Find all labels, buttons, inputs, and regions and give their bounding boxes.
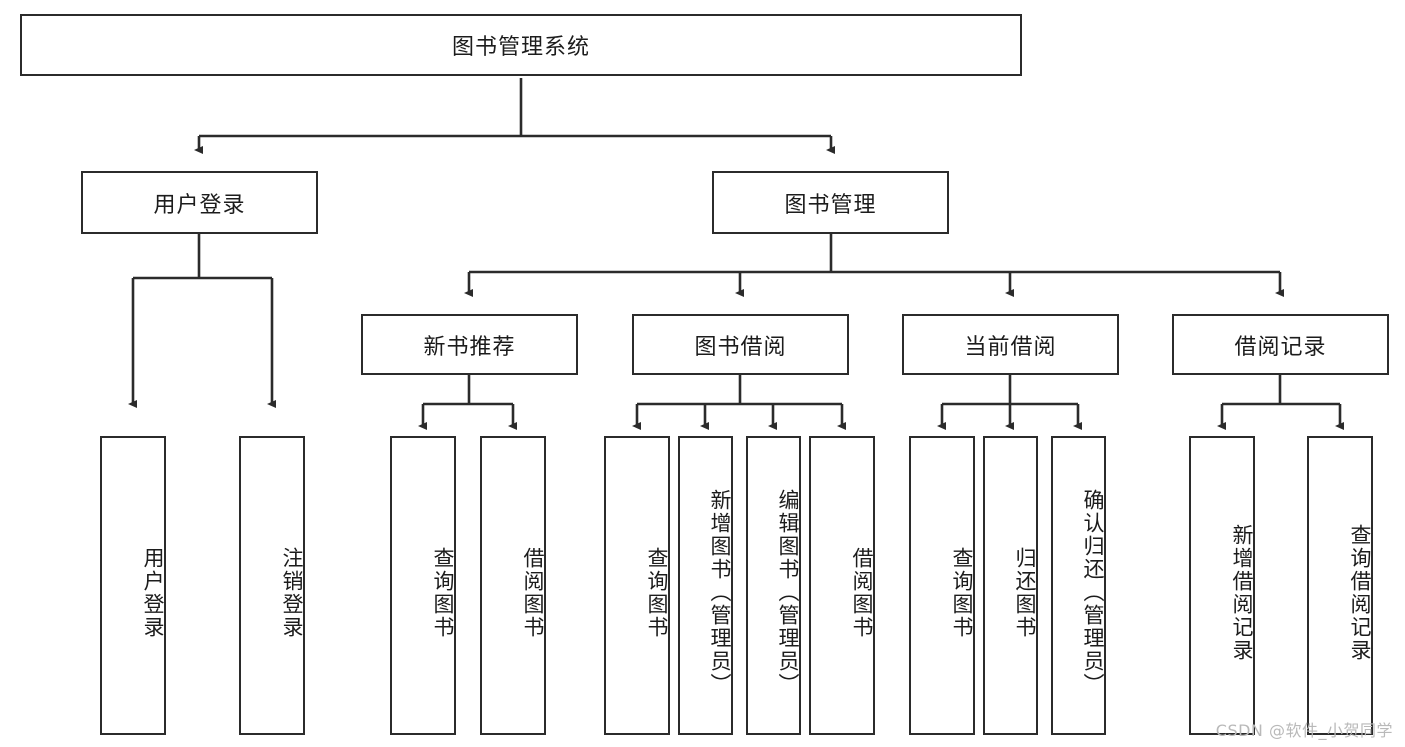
node-leaf-confirm-return[interactable]: 确认归还（管理员）: [1051, 436, 1106, 735]
node-leaf-borrow-book-2-label: 借阅图书: [850, 546, 874, 639]
node-leaf-borrow-book-1-label: 借阅图书: [521, 546, 545, 639]
node-leaf-query-record[interactable]: 查询借阅记录: [1307, 436, 1373, 735]
node-leaf-query-book-1[interactable]: 查询图书: [390, 436, 456, 735]
node-leaf-query-book-2-label: 查询图书: [645, 546, 669, 639]
csdn-watermark: CSDN @软件_小贺同学: [1215, 721, 1393, 740]
node-leaf-user-login-label: 用户登录: [141, 546, 165, 639]
node-leaf-logout-label: 注销登录: [280, 546, 304, 639]
node-leaf-edit-book-label: 编辑图书（管理员）: [776, 489, 800, 696]
node-leaf-query-book-3-label: 查询图书: [950, 546, 974, 639]
node-leaf-user-login[interactable]: 用户登录: [100, 436, 166, 735]
node-book-manage[interactable]: 图书管理: [712, 171, 949, 234]
node-current-borrow-label: 当前借阅: [964, 334, 1057, 360]
node-user-login[interactable]: 用户登录: [81, 171, 318, 234]
node-leaf-add-book-label: 新增图书（管理员）: [708, 489, 732, 696]
node-leaf-borrow-book-2[interactable]: 借阅图书: [809, 436, 875, 735]
node-book-borrow-label: 图书借阅: [694, 334, 787, 360]
node-leaf-return-book-label: 归还图书: [1013, 546, 1037, 639]
node-leaf-add-record[interactable]: 新增借阅记录: [1189, 436, 1255, 735]
node-current-borrow[interactable]: 当前借阅: [902, 314, 1119, 375]
node-borrow-record[interactable]: 借阅记录: [1172, 314, 1389, 375]
node-leaf-logout[interactable]: 注销登录: [239, 436, 305, 735]
node-leaf-confirm-return-label: 确认归还（管理员）: [1081, 489, 1105, 696]
node-root[interactable]: 图书管理系统: [20, 14, 1022, 76]
node-leaf-borrow-book-1[interactable]: 借阅图书: [480, 436, 546, 735]
node-root-label: 图书管理系统: [451, 35, 590, 60]
node-book-borrow[interactable]: 图书借阅: [632, 314, 849, 375]
node-user-login-label: 用户登录: [153, 192, 246, 218]
node-leaf-query-record-label: 查询借阅记录: [1348, 523, 1372, 662]
node-leaf-query-book-3[interactable]: 查询图书: [909, 436, 975, 735]
node-leaf-return-book[interactable]: 归还图书: [983, 436, 1038, 735]
node-new-book-recommend-label: 新书推荐: [423, 334, 516, 360]
node-book-manage-label: 图书管理: [784, 192, 877, 218]
node-leaf-edit-book[interactable]: 编辑图书（管理员）: [746, 436, 801, 735]
node-leaf-query-book-1-label: 查询图书: [431, 546, 455, 639]
node-leaf-add-book[interactable]: 新增图书（管理员）: [678, 436, 733, 735]
node-new-book-recommend[interactable]: 新书推荐: [361, 314, 578, 375]
node-borrow-record-label: 借阅记录: [1234, 334, 1327, 360]
node-leaf-add-record-label: 新增借阅记录: [1230, 523, 1254, 662]
node-leaf-query-book-2[interactable]: 查询图书: [604, 436, 670, 735]
